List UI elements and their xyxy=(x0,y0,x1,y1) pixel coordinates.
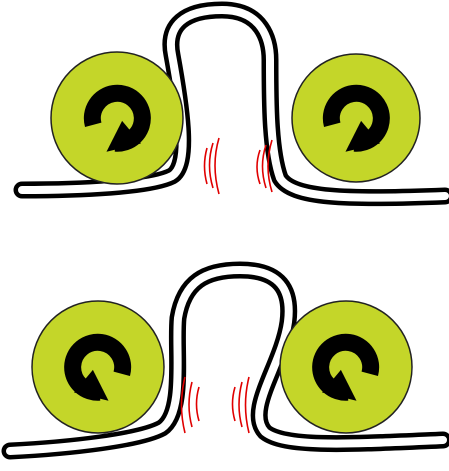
top-right-roller xyxy=(292,54,420,182)
bottom-right-vibration-icon xyxy=(233,377,250,433)
top-left-vibration-icon xyxy=(205,138,220,194)
top-left-roller xyxy=(51,52,183,184)
bottom-panel xyxy=(10,270,443,451)
bottom-right-roller xyxy=(280,301,412,433)
top-panel xyxy=(22,10,445,198)
bottom-left-roller xyxy=(32,301,164,433)
